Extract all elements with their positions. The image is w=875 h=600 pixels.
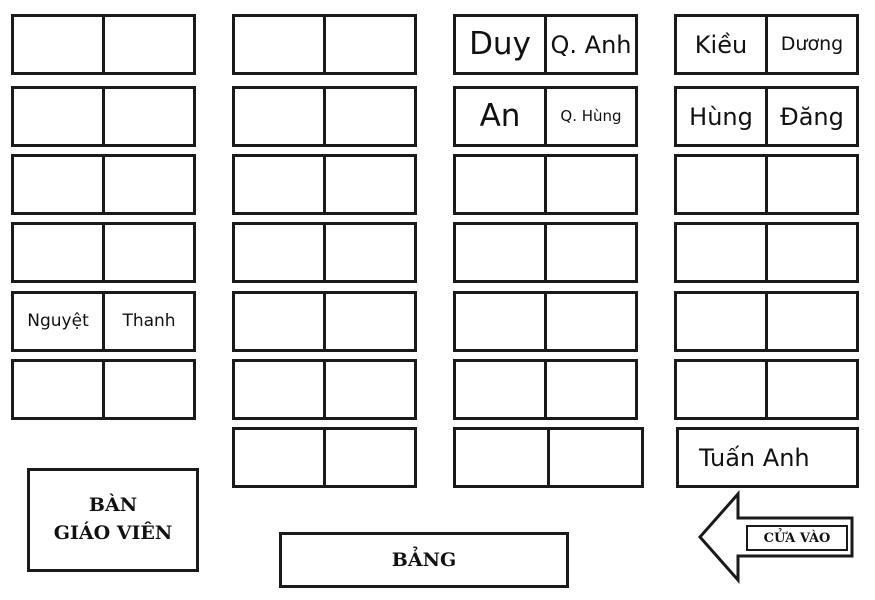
seat (323, 225, 414, 280)
student-name: Q. Anh (550, 30, 632, 59)
desk-c1-r4 (11, 222, 196, 283)
seat (456, 225, 544, 280)
seat (14, 157, 102, 212)
desk-c2-r6 (232, 359, 417, 420)
teacher-desk: BÀN GIÁO VIÊN (27, 468, 199, 572)
desk-c2-r1 (232, 14, 417, 75)
desk-c4-r5 (674, 291, 859, 352)
seat (14, 362, 102, 417)
desk-c4-r1: Kiều Dương (674, 14, 859, 75)
desk-c4-r3 (674, 154, 859, 215)
student-name: Q. Hùng (560, 107, 622, 125)
seat-dang: Đăng (765, 89, 856, 144)
desk-c3-r5 (453, 291, 638, 352)
seat (235, 89, 323, 144)
seat (765, 157, 856, 212)
seat (102, 225, 193, 280)
board: BẢNG (279, 532, 569, 588)
desk-c1-r5: Nguyệt Thanh (11, 291, 196, 352)
seat (544, 294, 635, 349)
student-name: Tuấn Anh (699, 443, 810, 472)
seat (102, 362, 193, 417)
seat-q-hung: Q. Hùng (544, 89, 635, 144)
seat (102, 17, 193, 72)
desk-c1-r6 (11, 359, 196, 420)
seat (102, 157, 193, 212)
desk-c3-r6 (453, 359, 638, 420)
seat (323, 89, 414, 144)
seat (765, 294, 856, 349)
desk-c3-r7 (453, 427, 644, 488)
seat (323, 430, 414, 485)
seat (235, 430, 323, 485)
seat (544, 157, 635, 212)
seat (323, 157, 414, 212)
student-name: Hùng (689, 102, 753, 131)
seat-q-anh: Q. Anh (544, 17, 635, 72)
seat (544, 225, 635, 280)
seat (14, 89, 102, 144)
desk-c3-r3 (453, 154, 638, 215)
seat-tuan-anh: Tuấn Anh (679, 430, 856, 485)
seat (235, 157, 323, 212)
seat (235, 17, 323, 72)
student-name: Duy (469, 26, 531, 62)
seat (235, 362, 323, 417)
seat (235, 225, 323, 280)
seat (456, 157, 544, 212)
entrance-label-text: CỬA VÀO (763, 530, 831, 546)
desk-c2-r4 (232, 222, 417, 283)
seat (456, 362, 544, 417)
seat (235, 294, 323, 349)
teacher-desk-label: GIÁO VIÊN (53, 522, 173, 544)
seat-nguyet: Nguyệt (14, 294, 102, 349)
desk-c4-r6 (674, 359, 859, 420)
student-name: Đăng (780, 102, 844, 131)
seat-kieu: Kiều (677, 17, 765, 72)
student-name: Kiều (694, 30, 748, 59)
student-name: Thanh (122, 311, 176, 331)
desk-c1-r1 (11, 14, 196, 75)
seat (456, 294, 544, 349)
seat-duy: Duy (456, 17, 544, 72)
student-name: Dương (780, 33, 844, 55)
desk-c4-r7: Tuấn Anh (676, 427, 859, 488)
board-label: BẢNG (391, 549, 457, 571)
seat (323, 17, 414, 72)
seat (547, 430, 641, 485)
seat (677, 157, 765, 212)
seat (544, 362, 635, 417)
desk-c1-r2 (11, 86, 196, 147)
seat (677, 362, 765, 417)
desk-c3-r4 (453, 222, 638, 283)
student-name: Nguyệt (27, 311, 89, 331)
student-name: An (479, 98, 521, 134)
desk-c3-r2: An Q. Hùng (453, 86, 638, 147)
seat (102, 89, 193, 144)
entrance-label: CỬA VÀO (746, 525, 848, 551)
seat (456, 430, 547, 485)
seat-an: An (456, 89, 544, 144)
seat-duong: Dương (765, 17, 856, 72)
desk-c4-r4 (674, 222, 859, 283)
seat (14, 17, 102, 72)
desk-c2-r5 (232, 291, 417, 352)
seat (677, 294, 765, 349)
seat (14, 225, 102, 280)
seat (323, 294, 414, 349)
desk-c2-r2 (232, 86, 417, 147)
seat (323, 362, 414, 417)
seat (765, 362, 856, 417)
seat (765, 225, 856, 280)
desk-c4-r2: Hùng Đăng (674, 86, 859, 147)
seat-hung: Hùng (677, 89, 765, 144)
desk-c2-r7 (232, 427, 417, 488)
desk-c2-r3 (232, 154, 417, 215)
seat (677, 225, 765, 280)
desk-c3-r1: Duy Q. Anh (453, 14, 638, 75)
teacher-desk-label: BÀN (88, 494, 138, 517)
seat-thanh: Thanh (102, 294, 193, 349)
desk-c1-r3 (11, 154, 196, 215)
